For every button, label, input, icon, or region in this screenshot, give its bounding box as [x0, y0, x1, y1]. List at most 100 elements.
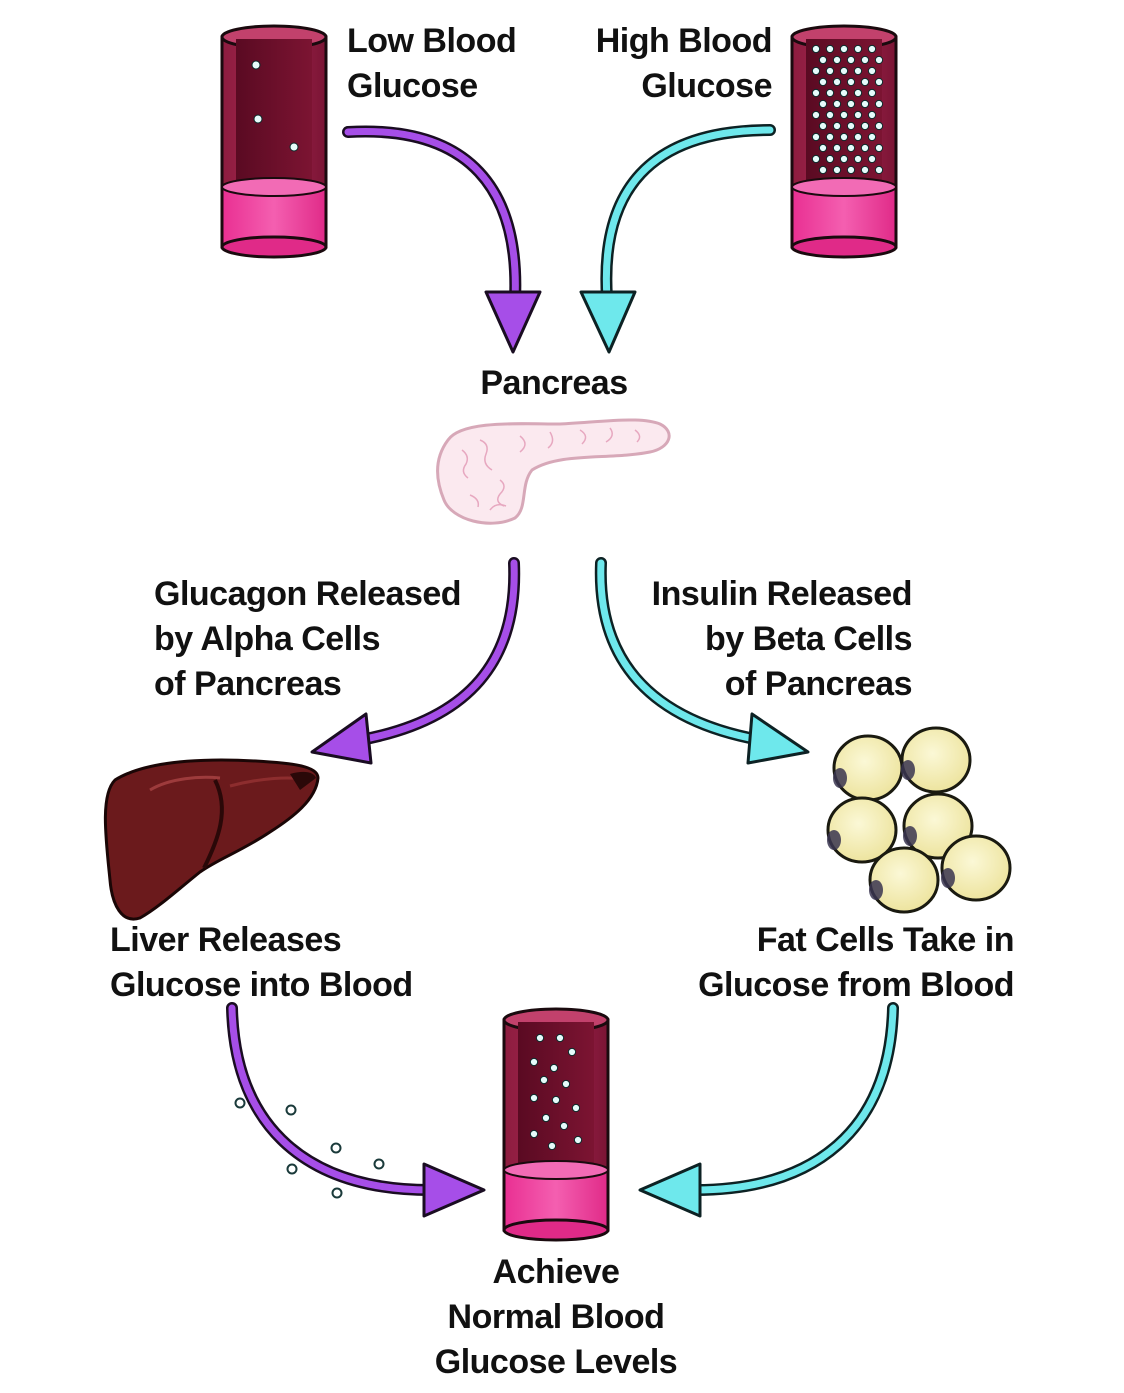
- insulin-line-1: Insulin Released: [651, 575, 913, 613]
- arrow-glucagon-to-liver: [310, 557, 521, 765]
- glucose-dot: [529, 1093, 539, 1103]
- glucose-dot: [846, 77, 856, 87]
- glucagon-label: Glucagon Released by Alpha Cells of Panc…: [154, 572, 462, 707]
- glucose-dot: [539, 1075, 549, 1085]
- glucose-dot: [541, 1113, 551, 1123]
- glucose-dot: [811, 66, 821, 76]
- fat-cell-icon: [940, 834, 1012, 902]
- glucose-dot: [811, 88, 821, 98]
- high-glucose-line-2: Glucose: [641, 67, 772, 105]
- glucose-dot: [860, 165, 870, 175]
- low-glucose-vessel-icon: [220, 24, 328, 259]
- high-glucose-label: High Blood Glucose: [595, 19, 773, 109]
- glucose-dot: [549, 1063, 559, 1073]
- high-glucose-line-1: High Blood: [595, 22, 773, 60]
- glucose-dot: [874, 165, 884, 175]
- glucose-dot: [867, 66, 877, 76]
- glucose-dot: [839, 44, 849, 54]
- low-glucose-line-2: Glucose: [347, 67, 478, 105]
- glucose-dot: [535, 1033, 545, 1043]
- glucose-dot: [867, 44, 877, 54]
- glucose-dot: [832, 99, 842, 109]
- low-glucose-line-1: Low Blood: [347, 22, 517, 60]
- glucose-dot: [846, 121, 856, 131]
- glucose-dot: [811, 132, 821, 142]
- glucose-dot: [874, 143, 884, 153]
- glucose-dot: [839, 88, 849, 98]
- glucose-dot: [529, 1057, 539, 1067]
- glucose-dot: [846, 55, 856, 65]
- glucose-dot: [839, 110, 849, 120]
- glucose-molecules-icon: [234, 1097, 385, 1199]
- fat-cells-icon: [826, 726, 1012, 914]
- high-glucose-vessel-icon: [790, 24, 898, 259]
- glucose-dot: [818, 77, 828, 87]
- glucose-dot: [832, 55, 842, 65]
- glucose-dot: [839, 132, 849, 142]
- glucose-dot: [846, 99, 856, 109]
- glucose-dot: [571, 1103, 581, 1113]
- glucose-dot: [860, 143, 870, 153]
- glucose-dot: [818, 55, 828, 65]
- pancreas-label: Pancreas: [454, 361, 654, 406]
- glucagon-line-3: of Pancreas: [154, 665, 342, 703]
- normal-line-3: Glucose Levels: [434, 1343, 678, 1381]
- glucose-dot: [832, 165, 842, 175]
- glucose-dot: [874, 121, 884, 131]
- fat-cell-icon: [826, 796, 898, 864]
- glucose-dot: [860, 77, 870, 87]
- glucose-dot: [818, 121, 828, 131]
- glucose-dot: [832, 77, 842, 87]
- fat-cell-icon: [900, 726, 972, 794]
- glucagon-line-2: by Alpha Cells: [154, 620, 381, 658]
- glucose-dot: [832, 143, 842, 153]
- arrow-insulin-to-fat: [594, 557, 810, 765]
- glucose-dot: [860, 121, 870, 131]
- fat-line-2: Glucose from Blood: [698, 966, 1014, 1004]
- glucose-dot: [811, 110, 821, 120]
- liver-label: Liver Releases Glucose into Blood: [110, 918, 413, 1008]
- glucose-dot: [874, 99, 884, 109]
- glucose-dot: [853, 110, 863, 120]
- arrow-low-to-pancreas: [342, 125, 542, 354]
- glucose-dot: [567, 1047, 577, 1057]
- normal-glucose-vessel-icon: [502, 1007, 610, 1242]
- glucose-dot: [846, 143, 856, 153]
- arrow-liver-to-normal: [226, 1002, 486, 1218]
- glucose-dot: [547, 1141, 557, 1151]
- glucose-dot: [860, 55, 870, 65]
- arrow-high-to-pancreas: [579, 124, 776, 354]
- pancreas-text: Pancreas: [480, 364, 628, 402]
- fat-cell-icon: [868, 846, 940, 914]
- glucose-dot: [874, 55, 884, 65]
- normal-glucose-label: Achieve Normal Blood Glucose Levels: [396, 1250, 716, 1385]
- liver-line-2: Glucose into Blood: [110, 966, 413, 1004]
- glucose-dot: [853, 132, 863, 142]
- glucose-dot: [825, 44, 835, 54]
- arrow-fat-to-normal: [638, 1002, 899, 1218]
- glucose-dot: [867, 154, 877, 164]
- glucose-dot: [860, 99, 870, 109]
- glucose-dot: [818, 143, 828, 153]
- glucose-dot: [818, 99, 828, 109]
- glucose-dot: [853, 154, 863, 164]
- insulin-line-3: of Pancreas: [724, 665, 913, 703]
- glucose-dot: [853, 88, 863, 98]
- glucose-dot: [867, 88, 877, 98]
- glucose-dot: [559, 1121, 569, 1131]
- glucose-dot: [853, 66, 863, 76]
- glucose-dot: [825, 110, 835, 120]
- glucose-dot: [839, 66, 849, 76]
- glucose-dot: [874, 77, 884, 87]
- glucose-dot: [555, 1033, 565, 1043]
- glucose-dot: [825, 154, 835, 164]
- pancreas-icon: [436, 418, 671, 525]
- glucose-dot: [811, 44, 821, 54]
- glucagon-line-1: Glucagon Released: [154, 575, 462, 613]
- glucose-dot: [551, 1095, 561, 1105]
- glucose-dot: [867, 132, 877, 142]
- glucose-dot: [832, 121, 842, 131]
- glucose-dot: [825, 132, 835, 142]
- glucose-dot: [846, 165, 856, 175]
